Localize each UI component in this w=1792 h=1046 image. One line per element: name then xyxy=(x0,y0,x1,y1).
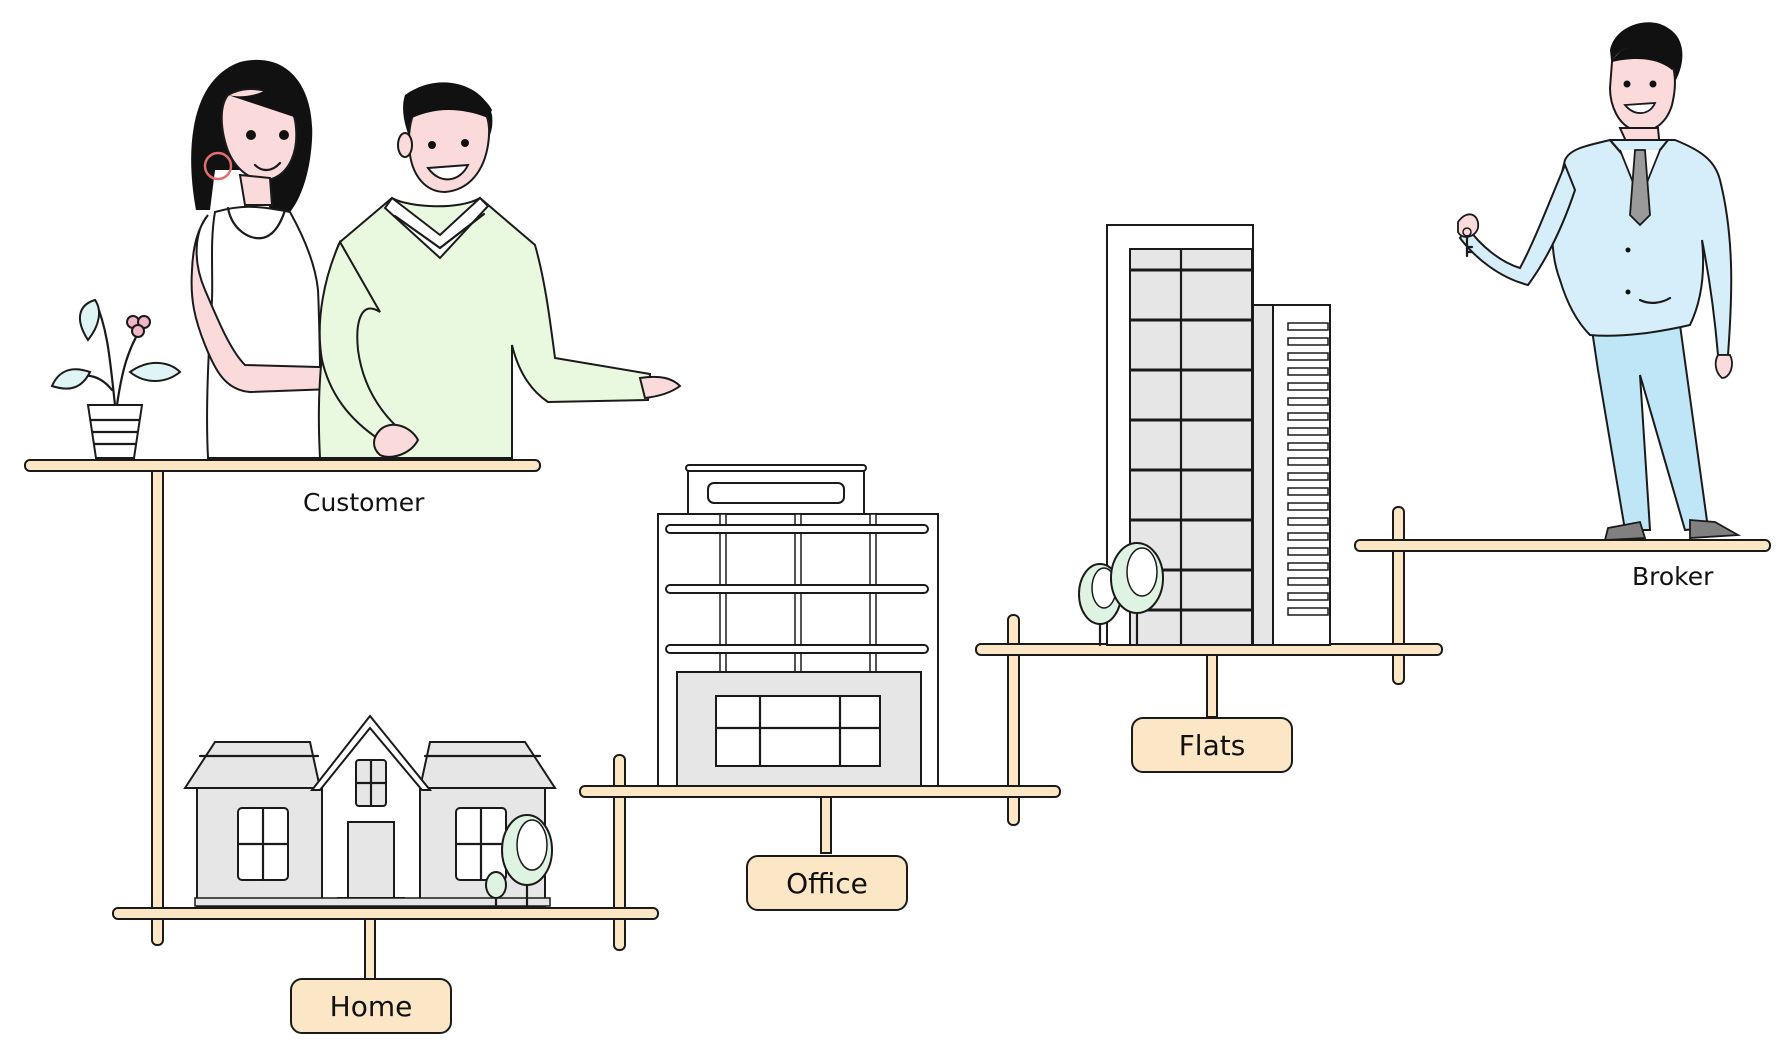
office-tag-stem xyxy=(820,796,832,854)
broker-label: Broker xyxy=(1632,562,1714,591)
flats-right-post xyxy=(1392,506,1405,685)
home-right-post xyxy=(613,754,626,951)
broker-shelf xyxy=(1354,539,1771,552)
tree-icon xyxy=(1078,542,1164,647)
customer-post xyxy=(151,464,164,946)
broker-illustration xyxy=(1457,22,1742,541)
office-tag[interactable]: Office xyxy=(746,855,908,911)
tree-icon xyxy=(485,814,553,908)
home-tag[interactable]: Home xyxy=(290,978,452,1034)
potted-plant-icon xyxy=(50,298,182,459)
house-icon xyxy=(183,714,557,908)
apartment-tower-icon xyxy=(1078,224,1331,647)
home-shelf xyxy=(112,907,659,920)
customer-couple-illustration xyxy=(190,59,682,459)
office-right-post xyxy=(1007,614,1020,826)
home-tag-stem xyxy=(364,918,376,981)
customer-label: Customer xyxy=(303,488,425,517)
flats-tag[interactable]: Flats xyxy=(1131,717,1293,773)
shelf-structure xyxy=(24,459,1771,981)
flats-tag-stem xyxy=(1206,654,1218,718)
office-building-icon xyxy=(657,464,939,787)
customer-shelf xyxy=(24,459,541,472)
office-shelf xyxy=(579,785,1061,798)
key-icon xyxy=(1462,227,1474,258)
